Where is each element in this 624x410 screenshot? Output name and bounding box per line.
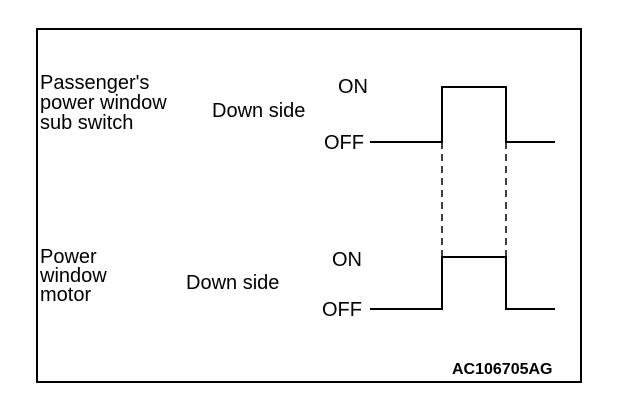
signal-1-waveform	[370, 86, 555, 143]
signal-2-name-line-2: window	[40, 265, 107, 287]
signal-1-name-line-1: Passenger's	[40, 72, 150, 94]
signal-2-on-label: ON	[332, 249, 362, 271]
signal-1-on-label: ON	[338, 76, 368, 98]
signal-2-name-line-3: motor	[40, 284, 92, 306]
diagram-frame	[36, 28, 582, 383]
figure-code: AC106705AG	[452, 361, 553, 378]
signal-1-name-line-2: power window	[40, 92, 167, 114]
signal-2-off-label: OFF	[322, 299, 362, 321]
signal-2-waveform	[370, 256, 555, 310]
signal-2-name-line-1: Power	[40, 246, 97, 268]
signal-1-off-label: OFF	[324, 132, 364, 154]
signal-1-name-line-3: sub switch	[40, 112, 134, 134]
signal-2-side-label: Down side	[186, 272, 280, 294]
signal-1-side-label: Down side	[212, 100, 306, 122]
